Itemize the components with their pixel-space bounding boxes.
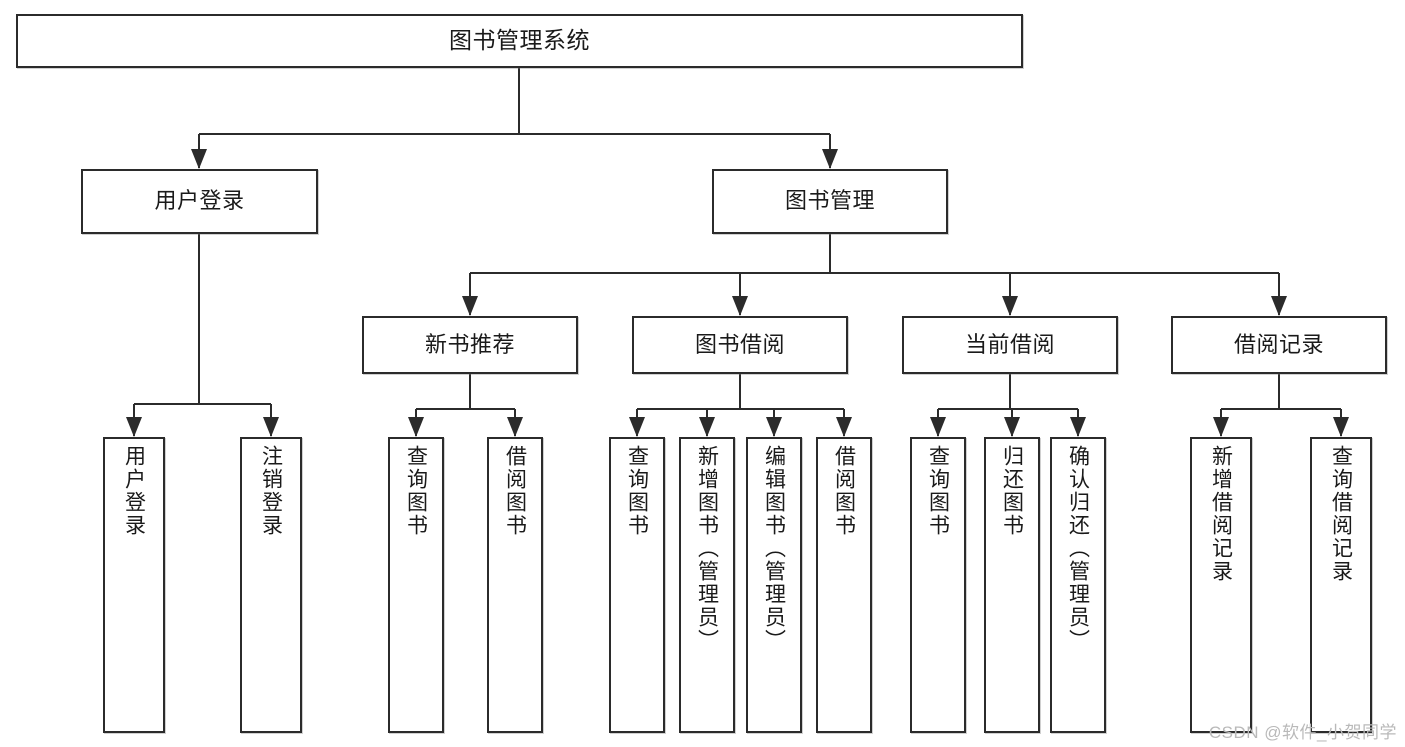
node-leaf-confirm-return[interactable]: 确认归还（管理员） [1050, 437, 1106, 733]
arrowhead-icon [408, 417, 424, 437]
node-borrow-record[interactable]: 借阅记录 [1171, 316, 1387, 374]
arrowhead-icon [507, 417, 523, 437]
arrowhead-icon [126, 417, 142, 437]
arrowhead-icon [1213, 417, 1229, 437]
node-label: 用户登录 [154, 188, 245, 214]
arrowhead-icon [822, 149, 838, 169]
node-label: 新书推荐 [424, 331, 515, 357]
arrowhead-icon [766, 417, 782, 437]
node-leaf-query-book-3[interactable]: 查询图书 [910, 437, 966, 733]
arrowhead-icon [1004, 417, 1020, 437]
node-book-borrow[interactable]: 图书借阅 [632, 316, 848, 374]
node-label: 查询图书 [404, 445, 428, 537]
node-leaf-edit-book[interactable]: 编辑图书（管理员） [746, 437, 802, 733]
node-label: 新增图书（管理员） [695, 445, 719, 652]
arrowhead-icon [732, 296, 748, 316]
node-label: 当前借阅 [964, 331, 1055, 357]
node-label: 归还图书 [1000, 445, 1024, 537]
arrowhead-icon [462, 296, 478, 316]
node-user-login[interactable]: 用户登录 [81, 169, 318, 234]
node-label: 注销登录 [259, 445, 283, 537]
arrowhead-icon [699, 417, 715, 437]
node-leaf-borrow-book-2[interactable]: 借阅图书 [816, 437, 872, 733]
arrowhead-icon [930, 417, 946, 437]
arrowhead-icon [1002, 296, 1018, 316]
arrowhead-icon [836, 417, 852, 437]
arrowhead-icon [191, 149, 207, 169]
node-label: 图书管理 [784, 188, 875, 214]
node-label: 查询借阅记录 [1329, 445, 1353, 583]
node-leaf-query-book-1[interactable]: 查询图书 [388, 437, 444, 733]
arrowhead-icon [629, 417, 645, 437]
node-leaf-query-book-2[interactable]: 查询图书 [609, 437, 665, 733]
node-leaf-borrow-book-1[interactable]: 借阅图书 [487, 437, 543, 733]
node-label: 借阅图书 [503, 445, 527, 537]
node-label: 查询图书 [926, 445, 950, 537]
node-label: 借阅记录 [1233, 331, 1324, 357]
node-label: 借阅图书 [832, 445, 856, 537]
node-book-manage[interactable]: 图书管理 [712, 169, 948, 234]
node-current-borrow[interactable]: 当前借阅 [902, 316, 1118, 374]
node-label: 用户登录 [122, 445, 146, 537]
node-leaf-add-book[interactable]: 新增图书（管理员） [679, 437, 735, 733]
node-leaf-user-login[interactable]: 用户登录 [103, 437, 165, 733]
node-new-book-recommend[interactable]: 新书推荐 [362, 316, 578, 374]
node-label: 编辑图书（管理员） [762, 445, 786, 652]
node-label: 图书借阅 [694, 331, 785, 357]
arrowhead-icon [263, 417, 279, 437]
node-label: 图书管理系统 [449, 27, 590, 54]
node-label: 新增借阅记录 [1209, 445, 1233, 583]
node-root[interactable]: 图书管理系统 [16, 14, 1023, 68]
node-leaf-query-record[interactable]: 查询借阅记录 [1310, 437, 1372, 733]
arrowhead-icon [1271, 296, 1287, 316]
watermark: CSDN @软件_小贺同学 [1208, 723, 1397, 742]
node-leaf-add-record[interactable]: 新增借阅记录 [1190, 437, 1252, 733]
node-label: 确认归还（管理员） [1066, 445, 1090, 652]
arrowhead-icon [1070, 417, 1086, 437]
arrowhead-icon [1333, 417, 1349, 437]
node-leaf-user-logout[interactable]: 注销登录 [240, 437, 302, 733]
node-leaf-return-book[interactable]: 归还图书 [984, 437, 1040, 733]
node-label: 查询图书 [625, 445, 649, 537]
